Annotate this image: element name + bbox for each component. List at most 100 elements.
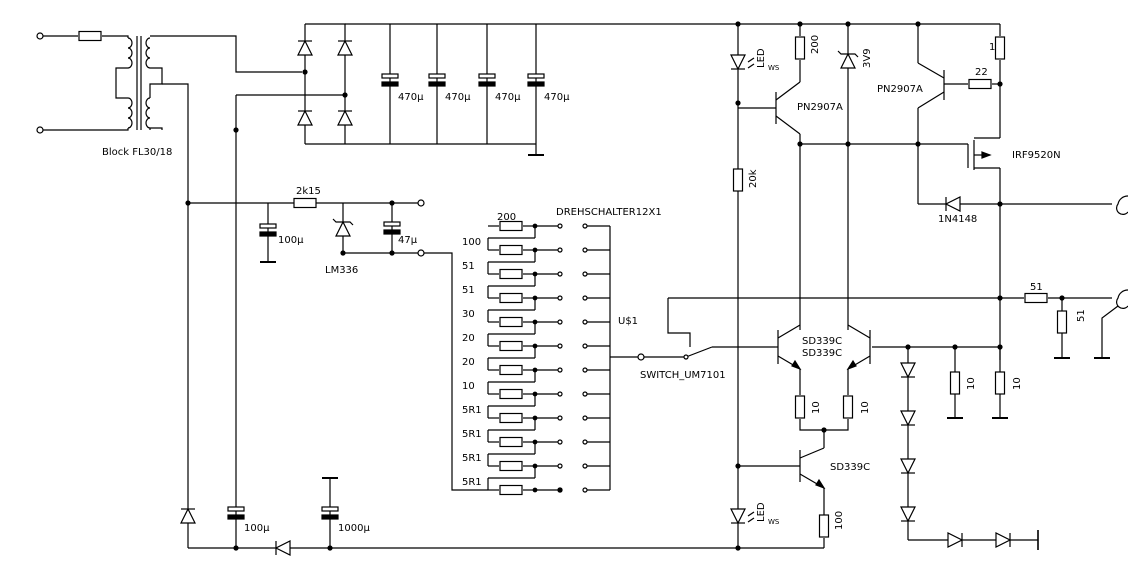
led-icon bbox=[730, 54, 755, 70]
resistor-icon bbox=[499, 220, 523, 232]
diode-icon bbox=[275, 540, 291, 556]
cap3-label: 470µ bbox=[495, 92, 521, 103]
led-bot-label: LED bbox=[756, 502, 767, 522]
r10d-label: 10 bbox=[1012, 377, 1023, 390]
transistor-icon bbox=[846, 324, 1000, 395]
transistor-icon bbox=[775, 324, 802, 395]
resistor-icon bbox=[499, 292, 523, 304]
resistor-22 bbox=[968, 78, 992, 90]
resistor-icon bbox=[499, 460, 523, 472]
led-top-label: LED bbox=[756, 48, 767, 68]
ladder-resistor-label: 20 bbox=[462, 357, 475, 368]
r10a-label: 10 bbox=[811, 401, 822, 414]
resistor-icon bbox=[499, 484, 523, 496]
transistor-icon bbox=[917, 62, 968, 204]
r10c-label: 10 bbox=[966, 377, 977, 390]
sw-um-label: SWITCH_UM7101 bbox=[640, 370, 726, 381]
r10b-label: 10 bbox=[860, 401, 871, 414]
resistor-20k bbox=[732, 168, 744, 192]
u1-label: U$1 bbox=[618, 316, 638, 327]
led-icon bbox=[730, 508, 755, 524]
resistor-ladder: 200 100 51 51 30 20 20 10 5R1 5R1 5R1 5R1 bbox=[462, 212, 611, 496]
r1-label: 1 bbox=[989, 42, 995, 53]
resistor-icon bbox=[499, 436, 523, 448]
resistor-10-a bbox=[794, 395, 806, 419]
pnp-left-label: PN2907A bbox=[797, 102, 843, 113]
mosfet-label: IRF9520N bbox=[1012, 150, 1061, 161]
ladder-resistor-label: 5R1 bbox=[462, 429, 482, 440]
fuse-resistor bbox=[78, 30, 102, 42]
sd339-b-label: SD339C bbox=[802, 348, 842, 359]
cap2-label: 470µ bbox=[445, 92, 471, 103]
resistor-200 bbox=[794, 36, 806, 60]
ladder-resistor-label: 5R1 bbox=[462, 405, 482, 416]
bridge-rectifier bbox=[297, 23, 353, 145]
toggle-switch-icon bbox=[644, 298, 775, 360]
transformer-icon bbox=[115, 36, 163, 130]
resistor-2k15 bbox=[293, 197, 317, 209]
output-jack-icon bbox=[1116, 195, 1128, 215]
input-terminal-bottom bbox=[36, 126, 44, 134]
d1n4148-label: 1N4148 bbox=[938, 214, 977, 225]
transistor-icon bbox=[738, 447, 826, 516]
resistor-icon bbox=[499, 268, 523, 280]
ladder-resistor-label: 30 bbox=[462, 309, 475, 320]
cap1-label: 470µ bbox=[398, 92, 424, 103]
led-bot-sub: WS bbox=[768, 518, 780, 526]
c47u-label: 47µ bbox=[398, 235, 418, 246]
switch-title: DREHSCHALTER12X1 bbox=[556, 207, 662, 218]
ladder-resistor-label: 20 bbox=[462, 333, 475, 344]
resistor-51 bbox=[1024, 292, 1048, 304]
r20k-label: 20k bbox=[748, 169, 759, 188]
ladder-resistor-label: 100 bbox=[462, 237, 481, 248]
capacitor-bank bbox=[381, 24, 545, 144]
r2k15-label: 2k15 bbox=[296, 186, 321, 197]
mosfet-icon bbox=[967, 120, 1001, 360]
resistor-icon bbox=[499, 388, 523, 400]
resistor-icon bbox=[499, 340, 523, 352]
output-jack-icon bbox=[1116, 289, 1128, 309]
resistor-10-c bbox=[949, 371, 961, 395]
resistor-100 bbox=[818, 514, 830, 538]
r100-label: 100 bbox=[834, 511, 845, 530]
resistor-icon bbox=[499, 244, 523, 256]
r22-label: 22 bbox=[975, 67, 988, 78]
sd339-a-label: SD339C bbox=[802, 336, 842, 347]
resistor-10-b bbox=[842, 395, 854, 419]
terminal-icon bbox=[417, 249, 425, 257]
ladder-resistor-label: 51 bbox=[462, 285, 475, 296]
lm336-label: LM336 bbox=[325, 265, 358, 276]
c100u-bot-label: 100µ bbox=[244, 523, 270, 534]
diode-icon bbox=[180, 508, 196, 524]
resistor-icon bbox=[499, 364, 523, 376]
resistor-icon bbox=[499, 412, 523, 424]
terminal-icon bbox=[417, 199, 425, 207]
diode-1n4148 bbox=[945, 196, 961, 212]
transistor-icon bbox=[738, 60, 801, 330]
pnp-right-label: PN2907A bbox=[877, 84, 923, 95]
ladder-resistor-label: 51 bbox=[462, 261, 475, 272]
led-top-sub: WS bbox=[768, 64, 780, 72]
input-terminal-top bbox=[36, 32, 44, 40]
z3v9-label: 3V9 bbox=[862, 48, 873, 68]
resistor-1 bbox=[994, 36, 1006, 60]
c100u-ref-label: 100µ bbox=[278, 235, 304, 246]
ladder-resistor-label: 5R1 bbox=[462, 453, 482, 464]
r51h-label: 51 bbox=[1030, 282, 1043, 293]
cap4-label: 470µ bbox=[544, 92, 570, 103]
resistor-icon bbox=[499, 316, 523, 328]
r51v-label: 51 bbox=[1076, 309, 1087, 322]
ladder-resistor-label: 10 bbox=[462, 381, 475, 392]
zener-diode-icon bbox=[332, 218, 354, 237]
c1000u-label: 1000µ bbox=[338, 523, 370, 534]
sd339-c-label: SD339C bbox=[830, 462, 870, 473]
transformer-label: Block FL30/18 bbox=[102, 147, 172, 158]
r200-label: 200 bbox=[810, 35, 821, 54]
terminal-icon bbox=[637, 353, 645, 361]
zener-diode-icon bbox=[837, 50, 859, 69]
ladder-resistor-label: 200 bbox=[497, 212, 516, 223]
ladder-resistor-label: 5R1 bbox=[462, 477, 482, 488]
resistor-51-vertical bbox=[1056, 310, 1068, 334]
resistor-10-d bbox=[994, 371, 1006, 395]
